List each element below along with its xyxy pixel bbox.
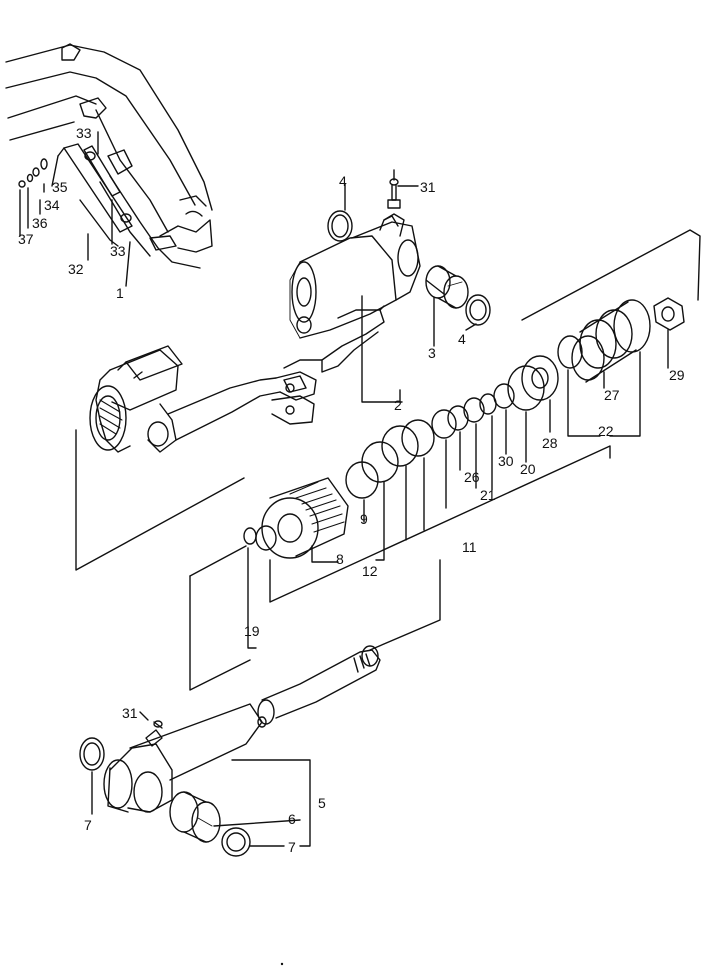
callout-3: 3 [428,345,436,361]
seal-ring-4-right [465,294,491,326]
callout-35: 35 [52,179,68,195]
callout-11: 11 [462,539,477,555]
callout-33-lower: 33 [110,243,126,259]
bushing-6 [169,791,221,843]
callout-27: 27 [604,387,620,403]
callout-37: 37 [18,231,34,247]
callout-7-left: 7 [84,817,92,833]
cylinder-tube-2 [283,213,421,373]
callout-26: 26 [464,469,480,485]
seal-rings-12 [345,393,497,499]
callout-4-right: 4 [458,331,466,347]
piston-rod [257,645,381,728]
callout-33: 33 [76,125,92,141]
callout-32: 32 [68,261,84,277]
pin-hardware [18,145,132,223]
callout-31-top: 31 [420,179,436,195]
callout-9: 9 [360,511,368,527]
nut-29 [653,297,685,331]
callout-21: 21 [480,487,496,503]
boom-arm-assembly [5,43,213,269]
link-bar-32 [63,143,133,233]
callout-19: 19 [244,623,260,639]
head-washers-20-30 [493,355,559,411]
callout-7-right: 7 [288,839,296,855]
grease-fitting-31-bottom [145,720,163,747]
cylinder-lower-5 [103,703,263,813]
callout-28: 28 [542,435,558,451]
bushing-3 [425,265,469,309]
piston-8 [261,477,349,559]
callout-30: 30 [498,453,514,469]
seal-ring-7-left [79,737,105,771]
callout-29: 29 [669,367,685,383]
snap-ring-19 [243,525,277,551]
seal-ring-7-right [221,827,251,857]
callout-1: 1 [116,285,124,301]
callout-31-bottom: 31 [122,705,138,721]
callout-2: 2 [394,397,402,413]
gland-assembly-27-28 [557,299,651,383]
callout-6: 6 [288,811,296,827]
grease-fitting-31-top [387,178,401,209]
rod-end-eye [89,345,317,453]
callout-5: 5 [318,795,326,811]
callout-22: 22 [598,423,614,439]
leader-lines [19,131,701,847]
callout-20: 20 [520,461,536,477]
print-speck [280,962,284,966]
callout-36: 36 [32,215,48,231]
callout-4-top: 4 [339,173,347,189]
callout-34: 34 [44,197,60,213]
callout-8: 8 [336,551,344,567]
seal-ring-4-top [327,210,353,242]
callout-12: 12 [362,563,378,579]
